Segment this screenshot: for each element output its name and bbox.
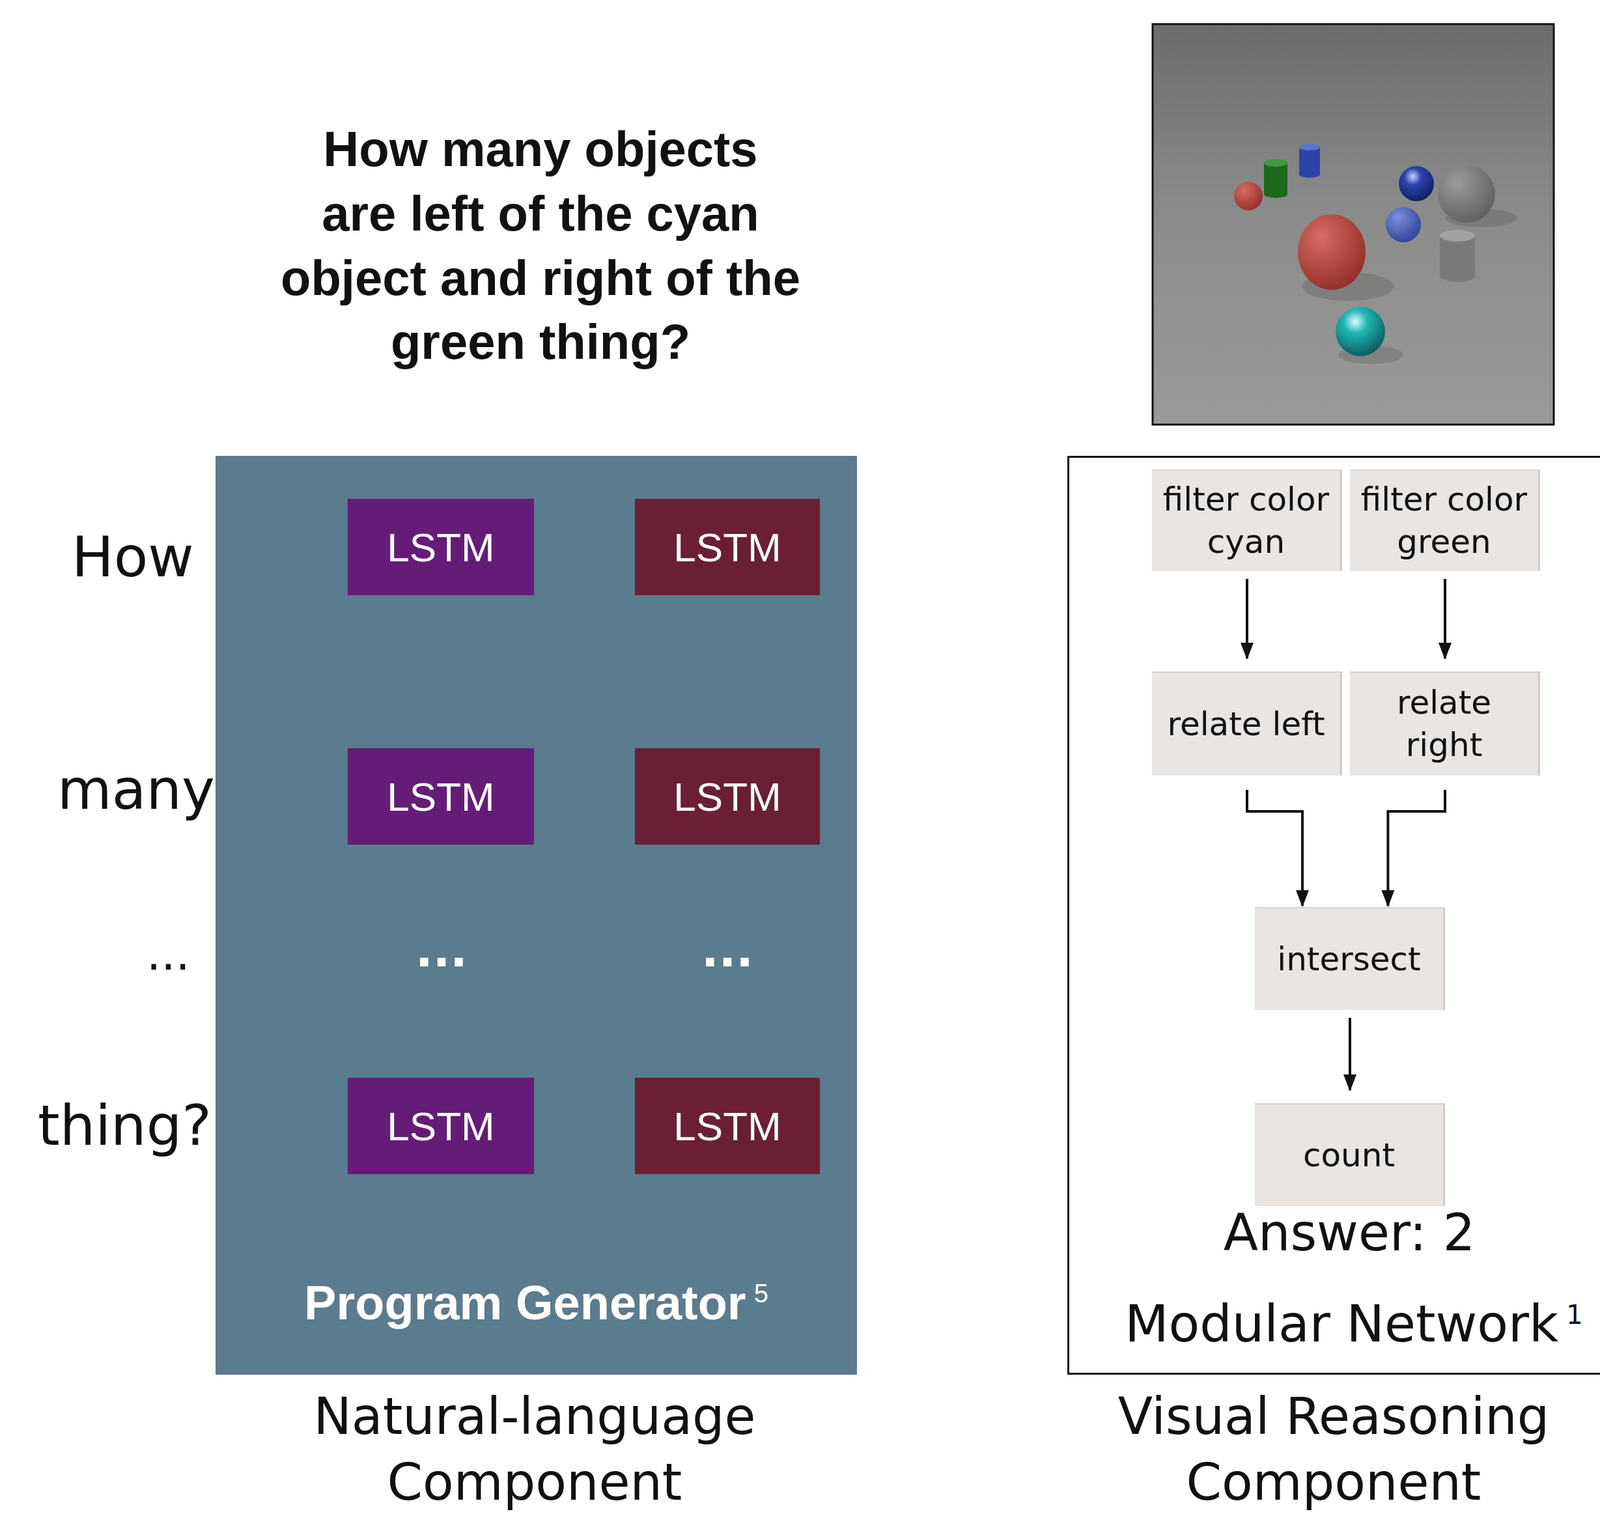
grey-sphere — [1437, 165, 1496, 223]
box-text: intersect — [1277, 938, 1421, 981]
box-text: relate left — [1167, 703, 1326, 746]
ellipsis: ... — [415, 924, 468, 978]
input-word: thing? — [37, 1092, 212, 1158]
grey-cylinder — [1439, 229, 1475, 282]
module-box: count — [1254, 1103, 1446, 1207]
module-box: relate right — [1349, 671, 1541, 776]
cyan-metal-sphere — [1335, 306, 1386, 357]
box-text: LSTM — [386, 1103, 495, 1150]
decoder-lstm: LSTM — [634, 1077, 820, 1175]
ellipsis: ... — [701, 924, 754, 978]
large-red-sphere — [1297, 214, 1366, 290]
panel-title: Program Generator — [304, 1275, 747, 1330]
encoder-lstm: LSTM — [347, 498, 534, 596]
module-box: filter color green — [1349, 469, 1541, 572]
box-text: LSTM — [673, 1103, 781, 1150]
small-red-sphere — [1234, 181, 1263, 211]
box-text: LSTM — [673, 773, 781, 820]
box-text: LSTM — [386, 524, 495, 571]
blue-metal-sphere — [1398, 166, 1434, 202]
box-text: relate right — [1353, 681, 1535, 767]
module-arrow — [1443, 578, 1447, 659]
decoder-lstm: LSTM — [634, 748, 820, 845]
reference-number: 5 — [754, 1278, 769, 1308]
panel-title: Modular Network — [1124, 1294, 1559, 1354]
box-text: LSTM — [386, 773, 495, 820]
encoder-lstm: LSTM — [347, 748, 534, 845]
box-text: filter color green — [1353, 478, 1535, 564]
component-label: Natural-language Component — [267, 1383, 802, 1516]
answer-text: Answer: 2 — [1223, 1203, 1476, 1263]
module-box: filter color cyan — [1151, 469, 1343, 572]
module-arrow — [1247, 789, 1303, 906]
green-cylinder — [1263, 158, 1288, 198]
module-box: relate left — [1151, 671, 1343, 776]
question-text: How many objects are left of the cyan ob… — [280, 117, 801, 375]
input-word: How — [71, 524, 195, 590]
ellipsis: ... — [146, 927, 191, 981]
component-label: Visual Reasoning Component — [1073, 1383, 1595, 1516]
input-word: many — [57, 756, 215, 822]
module-arrow — [1245, 578, 1249, 659]
module-arrow — [1387, 789, 1446, 906]
module-box: intersect — [1254, 907, 1446, 1011]
reference-number: 1 — [1566, 1299, 1583, 1330]
module-arrow — [1348, 1017, 1352, 1091]
blue-sphere — [1385, 207, 1421, 243]
blue-cylinder — [1299, 143, 1320, 178]
box-text: filter color cyan — [1155, 478, 1337, 564]
decoder-lstm: LSTM — [634, 498, 820, 596]
encoder-lstm: LSTM — [347, 1077, 534, 1175]
scene-frame — [1152, 24, 1554, 425]
box-text: count — [1303, 1134, 1395, 1177]
box-text: LSTM — [673, 524, 781, 571]
program-generator-panel: Program Generator5 LSTM LSTM LSTM LSTM LSTM LS… — [215, 455, 857, 1375]
